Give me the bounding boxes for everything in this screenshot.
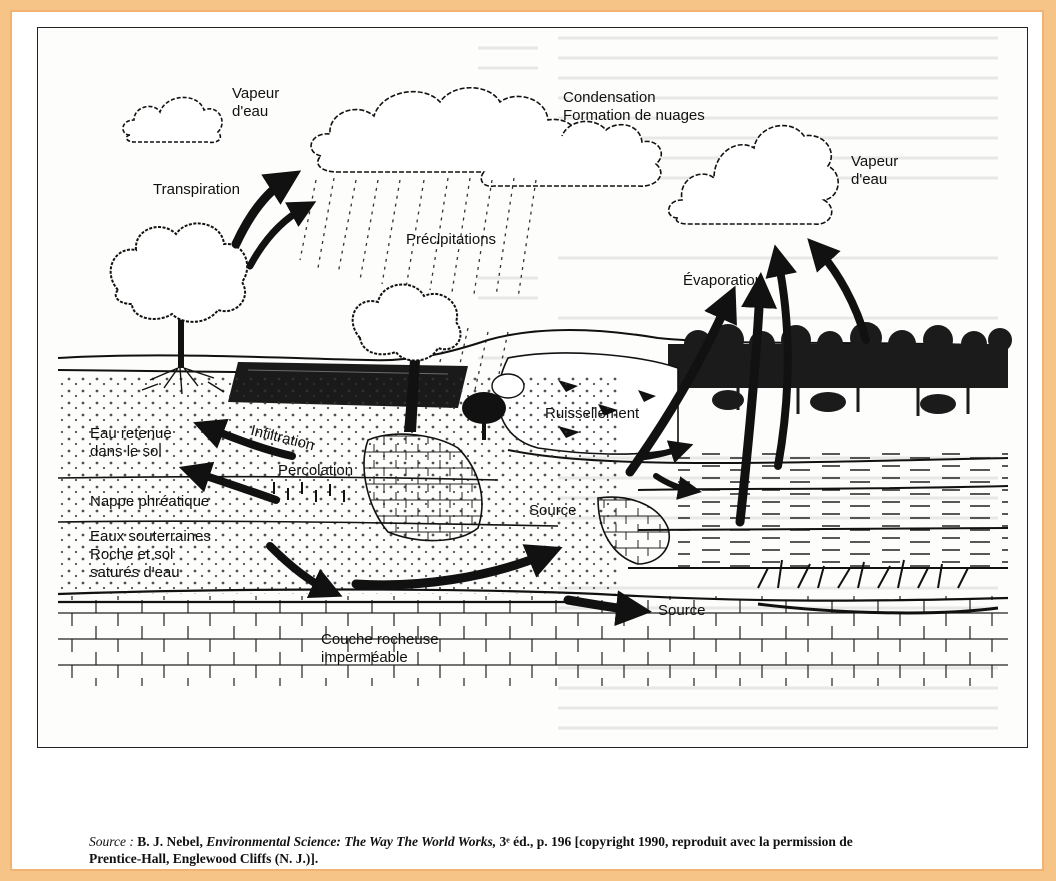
- label-condensation-line1: Condensation: [563, 89, 705, 107]
- label-source-mid: Source: [529, 502, 577, 520]
- label-eaux-souterraines-line2: Roche et sol: [90, 546, 211, 564]
- water-cycle-illustration: [38, 28, 1027, 747]
- water-cycle-figure: Vapeur d'eau Condensation Formation de n…: [37, 27, 1028, 748]
- label-vapeur-left-line1: Vapeur: [232, 85, 279, 103]
- label-ruissellement: Ruissellement: [545, 405, 639, 423]
- label-vapeur-right-line1: Vapeur: [851, 153, 898, 171]
- label-eaux-souterraines-line1: Eaux souterraines: [90, 528, 211, 546]
- label-couche-rocheuse-line1: Couche rocheuse: [321, 631, 439, 649]
- caption-author: B. J. Nebel,: [137, 834, 203, 849]
- label-evaporation: Évaporation: [683, 272, 763, 290]
- figure-caption: Source : B. J. Nebel, Environmental Scie…: [89, 833, 989, 867]
- label-couche-rocheuse-line2: imperméable: [321, 649, 439, 667]
- label-vapeur-left: Vapeur d'eau: [232, 85, 279, 121]
- label-precipitations: Précipitations: [406, 231, 496, 249]
- label-eaux-souterraines-line3: saturés d'eau: [90, 564, 211, 582]
- water-layers: [678, 448, 1008, 568]
- caption-source-label: Source :: [89, 834, 134, 849]
- label-vapeur-right: Vapeur d'eau: [851, 153, 898, 189]
- forest-band-right: [668, 322, 1012, 416]
- caption-line1: Source : B. J. Nebel, Environmental Scie…: [89, 833, 989, 850]
- arrow-transpiration-1: [236, 180, 286, 244]
- label-couche-rocheuse: Couche rocheuse imperméable: [321, 631, 439, 667]
- caption-edition: 3ᵉ éd., p. 196 [copyright 1990, reprodui…: [500, 834, 853, 849]
- label-condensation-line2: Formation de nuages: [563, 107, 705, 125]
- label-vapeur-right-line2: d'eau: [851, 171, 898, 189]
- arrow-transpiration-2: [250, 208, 304, 266]
- label-eaux-souterraines: Eaux souterraines Roche et sol saturés d…: [90, 528, 211, 582]
- caption-line2: Prentice-Hall, Englewood Cliffs (N. J.)]…: [89, 850, 989, 867]
- tree-left: [111, 223, 248, 394]
- label-nappe-phreatique: Nappe phréatique: [90, 493, 209, 511]
- label-condensation: Condensation Formation de nuages: [563, 89, 705, 125]
- label-percolation: Percolation: [278, 462, 353, 480]
- label-eau-retenue-line2: dans le sol: [90, 443, 172, 461]
- label-transpiration: Transpiration: [153, 181, 240, 199]
- cloud-small-left: [123, 97, 222, 142]
- impermeable-rock: [58, 596, 1008, 686]
- caption-book-title: Environmental Science: The Way The World…: [206, 834, 496, 849]
- label-vapeur-left-line2: d'eau: [232, 103, 279, 121]
- arrow-evaporation-4: [818, 250, 866, 340]
- label-eau-retenue-line1: Eau retenue: [90, 425, 172, 443]
- page-background: Vapeur d'eau Condensation Formation de n…: [10, 10, 1044, 871]
- label-source-low: Source: [658, 602, 706, 620]
- label-eau-retenue: Eau retenue dans le sol: [90, 425, 172, 461]
- cloud-right: [669, 126, 839, 225]
